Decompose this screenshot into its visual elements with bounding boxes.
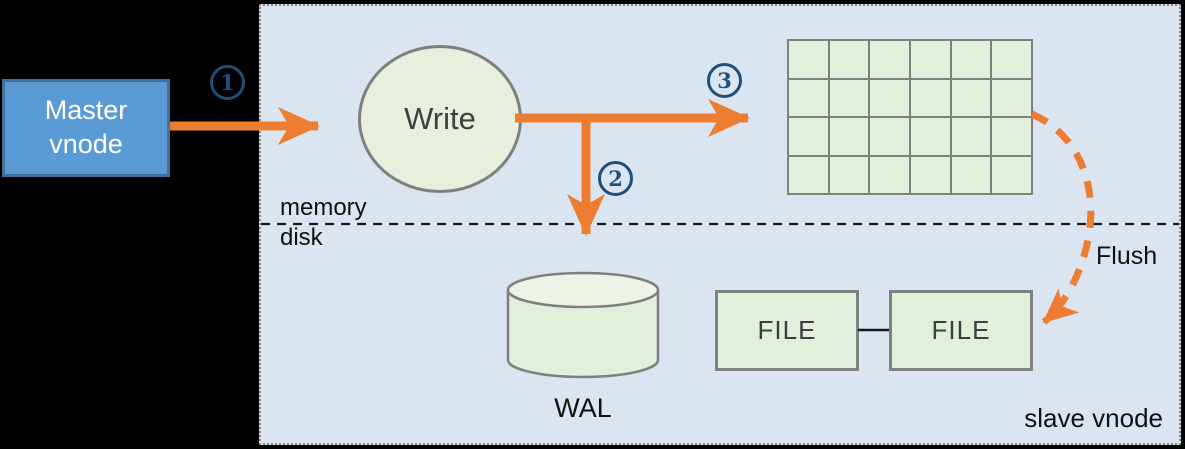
step-number: 3 [717,68,732,93]
master-vnode-label: Master vnode [44,95,128,159]
grid-cell [911,156,950,193]
write-label: Write [404,101,476,136]
file-box-2: FILE [889,290,1033,371]
file-label: FILE [931,315,991,345]
disk-label: disk [280,224,323,251]
grid-cell [911,118,950,155]
step-badge-2: 2 [598,161,633,196]
master-vnode-box: Master vnode [2,79,170,177]
step-badge-1: 1 [210,65,245,100]
step-number: 1 [220,70,235,95]
grid-cell [789,118,828,155]
grid-cell [829,79,869,116]
grid-cell [829,41,869,78]
step-number: 2 [608,166,623,191]
grid-cell [911,79,950,116]
grid-cell [992,79,1031,116]
grid-cell [992,118,1031,155]
grid-cell [870,79,909,116]
slave-vnode-label: slave vnode [1024,403,1163,433]
grid-cell [951,79,991,116]
file-box-1: FILE [715,290,859,371]
grid-cell [829,118,869,155]
grid-cell [870,118,909,155]
flush-label: Flush [1096,242,1158,270]
grid-cell [992,41,1031,78]
grid-cell [870,156,909,193]
grid-cell [789,41,828,78]
grid-cell [911,41,950,78]
wal-label: WAL [554,393,612,423]
grid-cell [829,156,869,193]
memtable-grid [787,39,1033,195]
step-badge-3: 3 [707,63,742,98]
memory-label: memory [280,194,367,221]
grid-cell [789,156,828,193]
write-node: Write [358,45,522,193]
file-label: FILE [757,315,817,345]
grid-cell [789,79,828,116]
grid-cell [992,156,1031,193]
grid-cell [951,41,991,78]
grid-cell [870,41,909,78]
grid-cell [951,118,991,155]
grid-cell [951,156,991,193]
